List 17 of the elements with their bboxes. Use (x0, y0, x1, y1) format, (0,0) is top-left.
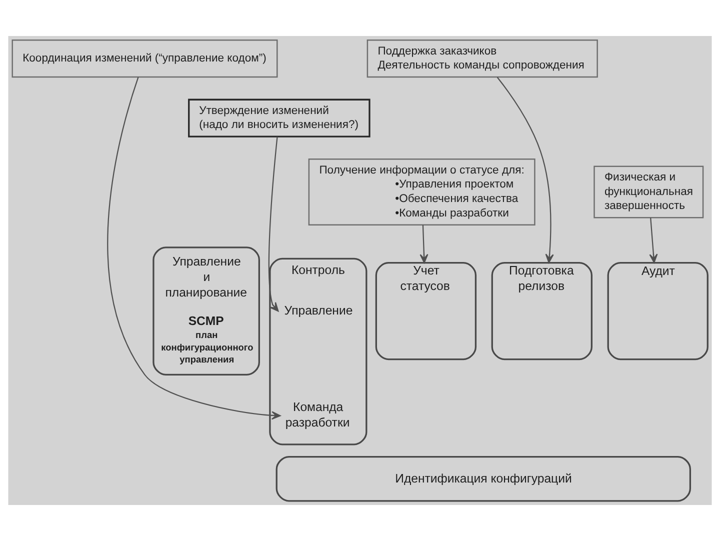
node-text: Команда разработки (285, 400, 350, 430)
arrow (107, 76, 281, 420)
node-box: Подготовка релизов (491, 261, 592, 360)
arrow (649, 217, 658, 263)
node-box: Координация изменений (“управление кодом”) (12, 38, 278, 78)
arrow (496, 76, 554, 263)
node-box: Аудит (607, 261, 708, 360)
node-text: Управление (284, 303, 353, 318)
arrow (268, 136, 279, 312)
arrow (420, 224, 428, 263)
node-box: Управление и планирование SCMP план конфигурационного управления (152, 246, 260, 375)
node-box: Учет статусов (375, 261, 477, 360)
node-box: Получение информации о статусе для: •Управления проектом •Обеспечения качества •Команды разработки (308, 158, 536, 225)
node-box: Идентификация конфигураций (276, 455, 692, 502)
node-box: Утверждение изменений (надо ли вносить изменения?) (188, 98, 370, 137)
node-box: Физическая и функциональная завершенность (594, 165, 704, 218)
node-box: Поддержка заказчиков Деятельность команды сопровождения (366, 38, 598, 78)
